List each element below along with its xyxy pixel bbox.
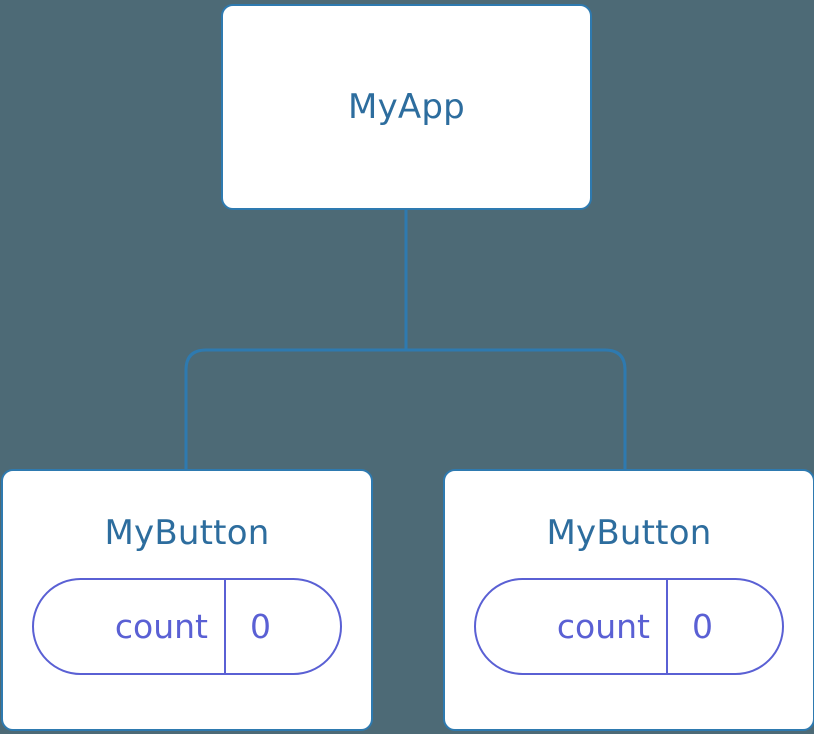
- state-key: count: [114, 607, 208, 646]
- node-title: MyButton: [104, 513, 270, 553]
- state-pill[interactable]: count 0: [474, 578, 784, 675]
- state-pill-divider: [224, 580, 226, 673]
- node-title: MyApp: [348, 87, 465, 127]
- tree-node-child[interactable]: MyButton count 0: [443, 469, 814, 731]
- tree-node-child[interactable]: MyButton count 0: [1, 469, 373, 731]
- tree-node-root[interactable]: MyApp: [221, 4, 592, 210]
- state-pill[interactable]: count 0: [32, 578, 342, 675]
- connector-branch-left: [184, 348, 406, 470]
- state-pill-divider: [666, 580, 668, 673]
- state-value: 0: [250, 607, 271, 646]
- state-key: count: [556, 607, 650, 646]
- node-title: MyButton: [546, 513, 712, 553]
- connector-branch-right: [406, 348, 627, 470]
- state-value: 0: [692, 607, 713, 646]
